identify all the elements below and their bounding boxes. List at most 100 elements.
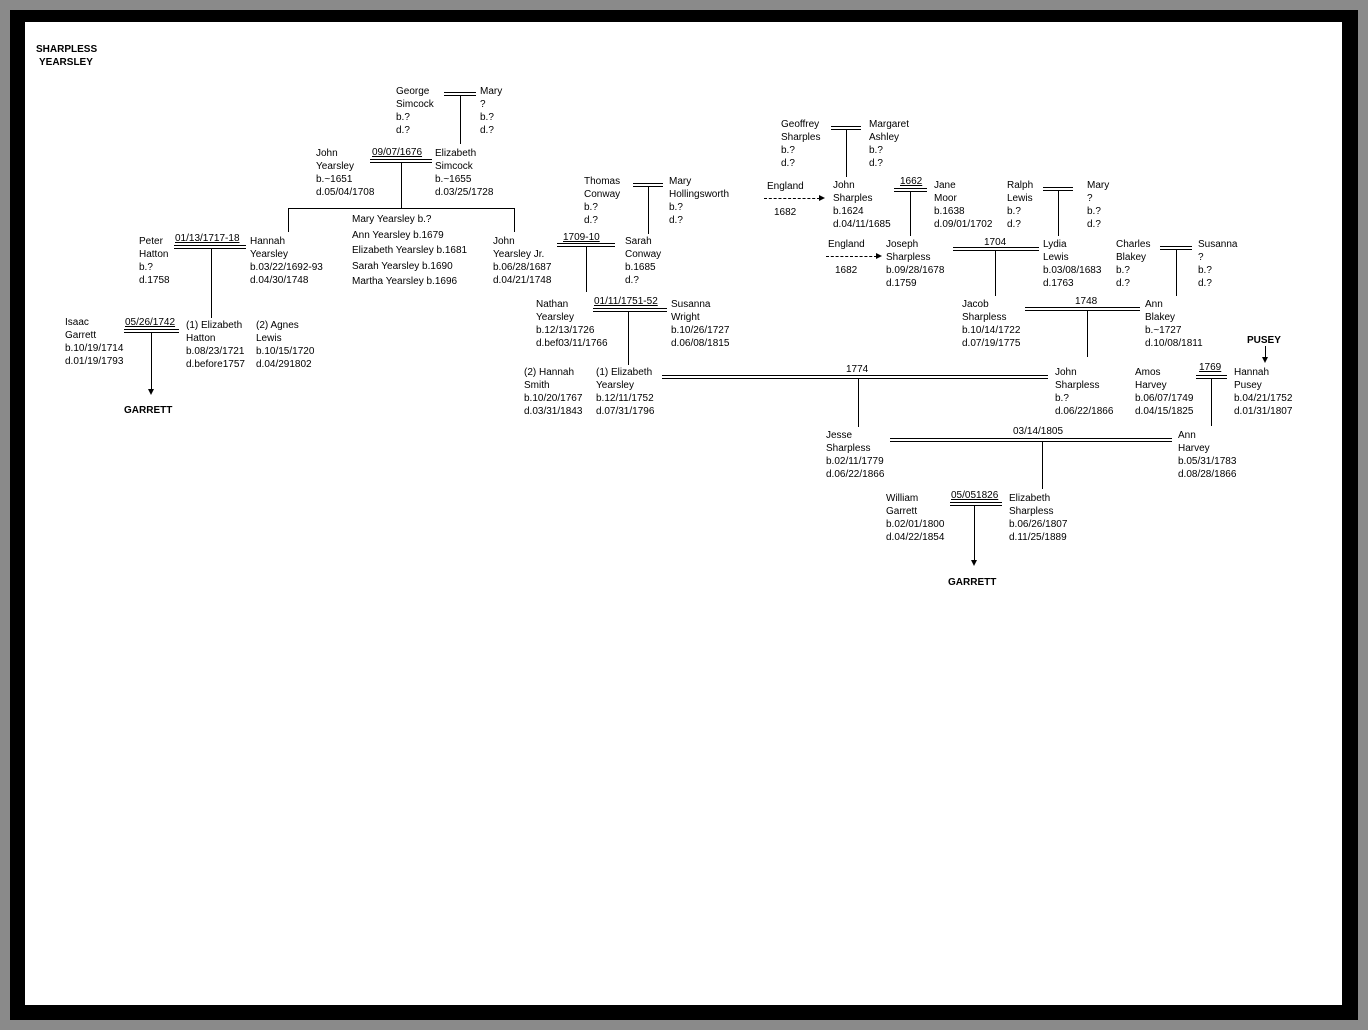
person-line: Sarah [625,236,652,247]
person-line: d.08/28/1866 [1178,469,1237,480]
person-line: Hannah [250,236,286,247]
person-line: d.bef03/11/1766 [536,338,608,349]
person-line: b.04/21/1752 [1234,393,1293,404]
person-line: Garrett [65,330,97,341]
marriage-date-elizabeth-john: 1774 [846,364,869,375]
person-line: John [1055,367,1077,378]
person-line: d.? [1087,219,1101,230]
person-line: (2) Hannah [524,367,575,378]
descent-line-nathan [628,312,629,365]
person-line: Ann Yearsley b.1679 [352,229,444,241]
immigration-arrow-line-1 [764,198,820,199]
person-line: b.10/15/1720 [256,346,315,357]
person-line: Yearsley [316,161,354,172]
marriage-date-jesse-ann: 03/14/1805 [1013,426,1064,437]
marriage-line-simcock [444,92,476,96]
person-line: ? [1198,252,1204,263]
descent-line-garrett-sharpless [974,506,975,560]
person-line: b.06/26/1807 [1009,519,1068,530]
person-line: Ann [1178,430,1196,441]
descent-line-blakey [1176,250,1177,296]
title-line-2: YEARSLEY [39,57,93,68]
person-line: d.07/19/1775 [962,338,1021,349]
marriage-line-yearsley-simcock [370,159,432,163]
person-mary-q1: Mary?b.?d.? [480,85,502,137]
person-line: d.? [1116,278,1130,289]
person-line: Sharpless [886,252,931,263]
person-line: Elizabeth Yearsley b.1681 [352,245,468,256]
person-line: Hannah [1234,367,1270,378]
chart-title: SHARPLESS YEARSLEY [36,43,97,69]
person-line: b.06/07/1749 [1135,393,1194,404]
person-line: Sharples [781,132,821,143]
person-line: b.03/22/1692-93 [250,262,323,273]
person-line: d.03/25/1728 [435,187,494,198]
person-line: d.? [625,275,639,286]
marriage-date-sharpless-lewis: 1704 [984,237,1007,248]
person-line: Mary [669,176,692,187]
person-line: b.? [781,145,795,156]
person-line: b.? [1116,265,1130,276]
person-line: d.04/21/1748 [493,275,552,286]
person-line: Garrett [886,506,918,517]
person-line: b.? [869,145,883,156]
marriage-line-lewis [1043,187,1073,191]
sibling-drop-hannah [288,208,289,232]
person-line: b.1624 [833,206,864,217]
person-line: d.05/04/1708 [316,187,375,198]
descent-line-jesse-ann [1042,442,1043,489]
person-line: b.12/11/1752 [596,393,654,404]
descent-line-garrett [151,333,152,389]
person-line: Susanna [1198,239,1238,250]
marriage-line-hatton-yearsley [174,245,246,249]
person-line: (2) Agnes [256,320,299,331]
marriage-line-yearsley-conway [557,243,615,247]
person-line: Amos [1135,367,1161,378]
chart-paper [25,22,1342,1005]
person-line: d.09/01/1702 [934,219,993,230]
person-line: b.~1727 [1145,325,1182,336]
person-line: d.06/08/1815 [671,338,730,349]
person-line: b.? [1055,393,1069,404]
sibling-drop-john-jr [514,208,515,232]
person-line: Mary [480,86,503,97]
marriage-line-conway [633,183,663,187]
person-line: (1) Elizabeth [596,367,653,378]
person-line: d.? [1007,219,1021,230]
person-line: Thomas [584,176,621,187]
descent-line-conway [648,187,649,234]
person-line: b.? [669,202,683,213]
person-line: John [833,180,855,191]
person-line: b.02/01/1800 [886,519,945,530]
person-line: b.12/13/1726 [536,325,595,336]
descent-line-sharpless-lewis [995,251,996,296]
person-line: Lydia [1043,239,1067,250]
person-line: b.05/31/1783 [1178,456,1237,467]
person-line: d.07/31/1796 [596,406,655,417]
person-line: Nathan [536,299,569,310]
person-line: b.1685 [625,262,656,273]
person-line: Isaac [65,317,89,328]
person-line: b.09/28/1678 [886,265,945,276]
person-line: b.? [1007,206,1021,217]
descent-line-elizabeth-john [858,379,859,427]
person-line: Peter [139,236,163,247]
immigration-arrow-head-1 [819,195,825,201]
person-line: Hollingsworth [669,189,730,200]
descent-line-sharples-moor [910,192,911,236]
person-line: Jacob [962,299,989,310]
person-line: Sarah Yearsley b.1690 [352,260,453,272]
